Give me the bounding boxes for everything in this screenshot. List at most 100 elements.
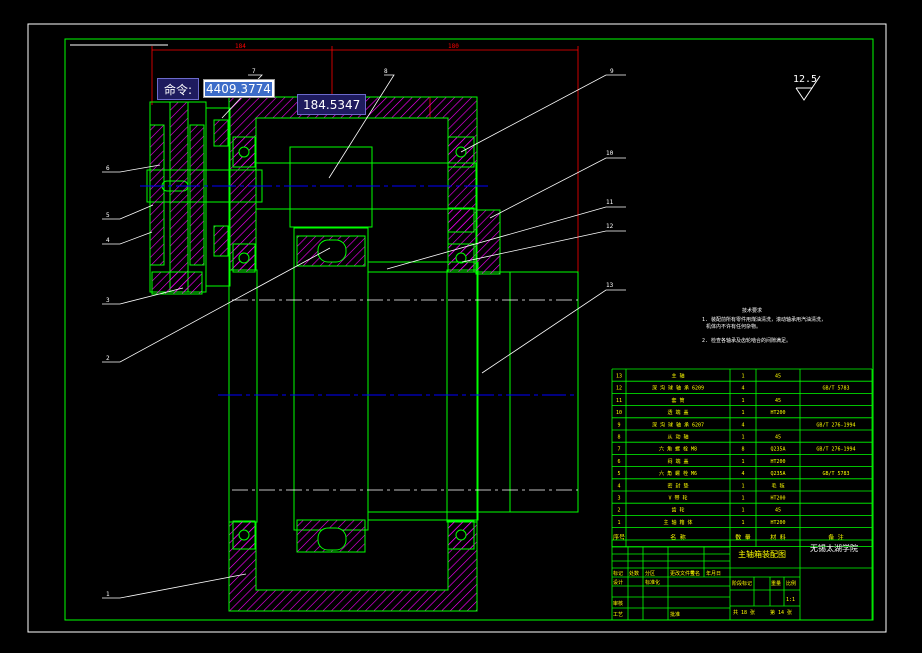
balloon-3: 3 xyxy=(106,297,110,304)
bom-header-cell: 数 量 xyxy=(735,534,751,542)
svg-text:重量: 重量 xyxy=(771,580,781,587)
svg-text:处数: 处数 xyxy=(629,570,639,577)
balloon-10: 10 xyxy=(606,150,614,157)
bom-cell: 2 xyxy=(617,508,620,514)
svg-text:批准: 批准 xyxy=(670,611,680,618)
balloon-6: 6 xyxy=(106,165,110,172)
sheet-inner-border xyxy=(64,38,874,621)
svg-text:无锡太湖学院: 无锡太湖学院 xyxy=(810,543,858,553)
bom-cell: 1 xyxy=(741,435,744,441)
balloon-2: 2 xyxy=(106,355,110,362)
bom-cell: 13 xyxy=(616,374,622,380)
balloon-13: 13 xyxy=(606,282,614,289)
bom-cell: 3 xyxy=(617,496,620,502)
balloon-labels: 1 2 3 4 5 6 7 8 9 10 11 12 13 xyxy=(106,68,614,598)
bom-cell: 1 xyxy=(617,520,620,526)
bom-cell: 1 xyxy=(741,398,744,404)
bom-cell: 7 xyxy=(617,447,620,453)
title-block-text: 主轴箱装配图 无锡太湖学院 标记 处数 分区 更改文件号 签名 年月日 设计 标… xyxy=(613,543,858,618)
command-prompt-label: 命令: xyxy=(157,78,200,100)
bom-cell: 4 xyxy=(741,471,744,477)
bom-header-cell: 备 注 xyxy=(828,534,844,542)
bom-cell: 4 xyxy=(741,386,744,392)
svg-text:标准化: 标准化 xyxy=(645,579,660,586)
svg-text:主轴箱装配图: 主轴箱装配图 xyxy=(738,549,786,559)
title-block xyxy=(611,539,873,621)
bom-cell: HT200 xyxy=(770,496,785,502)
balloon-7: 7 xyxy=(252,68,256,75)
bom-cell: 主 轴 箱 体 xyxy=(663,519,692,526)
balloon-4: 4 xyxy=(106,237,110,244)
balloon-8: 8 xyxy=(384,68,388,75)
svg-text:1:1: 1:1 xyxy=(786,597,795,603)
bom-cell: GB/T 276-1994 xyxy=(816,422,855,428)
svg-text:共 18 张: 共 18 张 xyxy=(733,609,755,616)
svg-text:分区: 分区 xyxy=(645,570,655,577)
bom-cell: 5 xyxy=(617,471,620,477)
bom-cell: 45 xyxy=(775,435,781,441)
bom-cell: 齿 轮 xyxy=(671,507,684,514)
bom-cell: 45 xyxy=(775,374,781,380)
dim-top-left: 184 xyxy=(235,43,246,50)
bom-cell: 8 xyxy=(617,435,620,441)
bom-header-cell: 名 称 xyxy=(670,534,686,542)
svg-text:签名: 签名 xyxy=(690,570,700,577)
svg-text:机体内不许有任何杂物。: 机体内不许有任何杂物。 xyxy=(706,323,761,330)
balloon-11: 11 xyxy=(606,199,614,206)
svg-text:标记: 标记 xyxy=(613,570,623,577)
bom-cell: 1 xyxy=(741,374,744,380)
bom-cell: 闷 端 盖 xyxy=(667,458,688,465)
svg-text:设计: 设计 xyxy=(613,579,623,586)
bom-cell: 透 端 盖 xyxy=(667,409,688,416)
bom-cell: HT200 xyxy=(770,459,785,465)
sheet-outer-frame xyxy=(27,23,887,633)
bom-cell: 套 筒 xyxy=(671,397,684,404)
bom-cell: 六 角 螺 栓 M8 xyxy=(659,446,697,453)
balloon-9: 9 xyxy=(610,68,614,75)
bom-cell: 深 沟 球 轴 承 6207 xyxy=(652,421,704,428)
bom-cell: 4 xyxy=(741,422,744,428)
svg-text:阶段标记: 阶段标记 xyxy=(732,580,752,587)
gear xyxy=(293,227,579,553)
bom-header-cell: 材 料 xyxy=(770,534,786,542)
bom-cell: 密 封 垫 xyxy=(667,482,688,489)
bom-cell: 45 xyxy=(775,398,781,404)
command-input-value: 4409.3774 xyxy=(205,81,272,96)
centerlines xyxy=(140,185,578,396)
svg-text:1. 装配前所有零件用煤油清洗，滚动轴承用汽油清洗，: 1. 装配前所有零件用煤油清洗，滚动轴承用汽油清洗， xyxy=(702,316,826,323)
bom-cell: 6 xyxy=(617,459,620,465)
bom-cell: HT200 xyxy=(770,520,785,526)
bom-cell: 8 xyxy=(741,447,744,453)
dynamic-dimension-input[interactable]: 184.5347 xyxy=(297,94,367,115)
svg-text:审核: 审核 xyxy=(613,600,623,607)
dynamic-dimension-value: 184.5347 xyxy=(303,97,361,112)
bom-cell: 1 xyxy=(741,483,744,489)
tech-requirements: 技术要求 1. 装配前所有零件用煤油清洗，滚动轴承用汽油清洗， 机体内不许有任何… xyxy=(702,307,826,344)
bom-cell: Q235A xyxy=(770,447,785,453)
bom-cell: 1 xyxy=(741,508,744,514)
command-input[interactable]: 4409.3774 xyxy=(203,79,275,98)
svg-text:技术要求: 技术要求 xyxy=(742,307,762,314)
svg-text:工艺: 工艺 xyxy=(613,612,623,618)
bom-cell: 深 沟 球 轴 承 6209 xyxy=(652,385,704,392)
bom-cell: 毛 毡 xyxy=(771,482,784,489)
bom-cell: 1 xyxy=(741,520,744,526)
phantom-lines xyxy=(232,299,578,491)
bom-cell: GB/T 276-1994 xyxy=(816,447,855,453)
leader-lines xyxy=(102,74,626,599)
svg-text:更改文件号: 更改文件号 xyxy=(670,570,695,577)
svg-text:第 14 张: 第 14 张 xyxy=(770,609,792,616)
command-label: 命令: xyxy=(164,82,193,97)
bom-cell: 六 角 螺 栓 M6 xyxy=(659,470,697,477)
svg-text:2. 检查各轴承及齿轮啮合的间隙满足。: 2. 检查各轴承及齿轮啮合的间隙满足。 xyxy=(702,337,791,344)
bom-cell: 11 xyxy=(616,398,622,404)
bom-cell: 9 xyxy=(617,422,620,428)
bom-cell: 1 xyxy=(741,459,744,465)
end-cap-right xyxy=(475,209,501,275)
bom-cell: Q235A xyxy=(770,471,785,477)
roughness-symbol: 12.5 xyxy=(793,74,821,101)
bom-cell: 45 xyxy=(775,508,781,514)
bom-cell: GB/T 5783 xyxy=(822,471,849,477)
bom-cell: 4 xyxy=(617,483,620,489)
